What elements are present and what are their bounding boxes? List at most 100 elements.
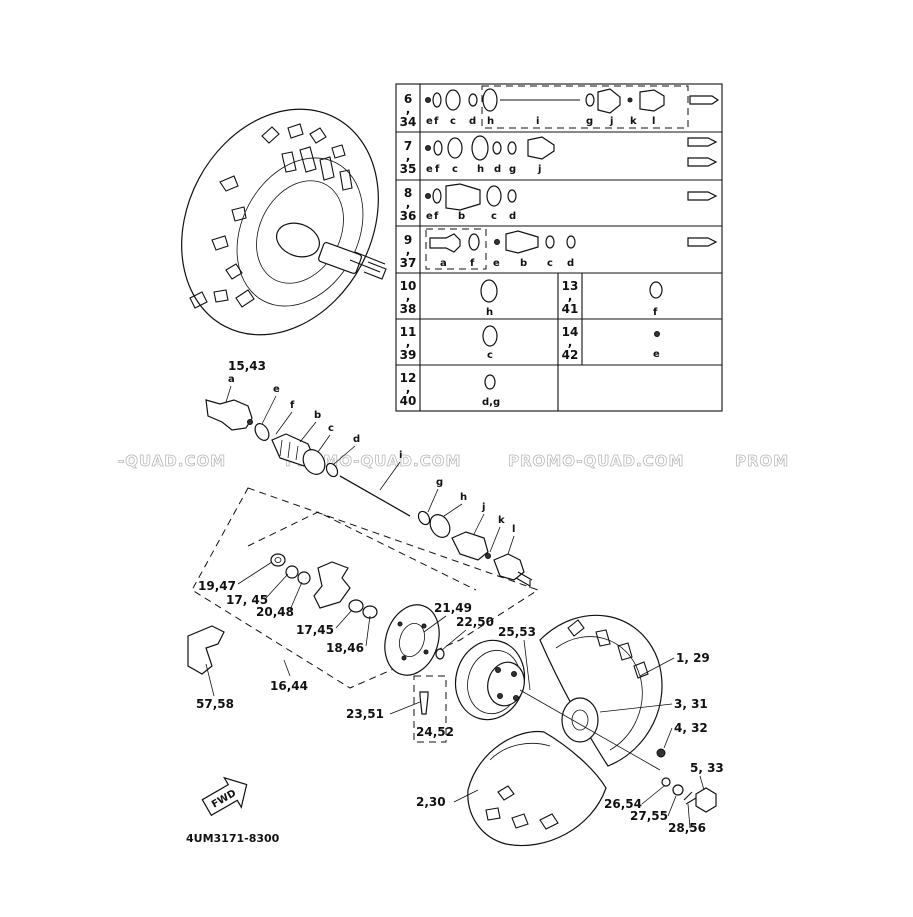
callout-57-58: 57,58	[196, 697, 234, 711]
row-12-bottom: 40	[400, 394, 417, 408]
callout-5-33: 5, 33	[690, 761, 724, 775]
watermark-3: PROMO-QUAD.COM	[508, 452, 684, 470]
svg-text:d: d	[509, 211, 516, 222]
svg-text:d,g: d,g	[482, 397, 500, 408]
label-j: j	[481, 502, 485, 513]
svg-text:d: d	[469, 116, 476, 127]
svg-text:j: j	[609, 116, 613, 127]
svg-text:c: c	[491, 211, 497, 222]
bottom-wheel-assembly	[384, 604, 717, 847]
svg-text:,: ,	[406, 102, 411, 116]
svg-text:i: i	[536, 116, 539, 127]
svg-text:e: e	[426, 211, 433, 222]
row-6-top: 6	[404, 92, 412, 106]
callout-26-54: 26,54	[604, 797, 642, 811]
callout-27-55: 27,55	[630, 809, 668, 823]
callout-22-50: 22,50	[456, 615, 494, 629]
callout-2-30: 2,30	[416, 795, 446, 809]
row-13-bottom: 41	[562, 302, 579, 316]
fwd-arrow-icon: FWD	[201, 776, 248, 817]
svg-text:c: c	[452, 164, 458, 175]
svg-text:,: ,	[406, 149, 411, 163]
row-10-top: 10	[400, 279, 417, 293]
row-8-bottom: 36	[400, 209, 417, 223]
svg-text:h: h	[487, 116, 494, 127]
label-f: f	[290, 400, 295, 411]
svg-text:f: f	[434, 211, 439, 222]
svg-text:c: c	[547, 258, 553, 269]
svg-text:e: e	[426, 116, 433, 127]
row-14-top: 14	[562, 325, 579, 339]
svg-text:e: e	[426, 164, 433, 175]
callout-3-31: 3, 31	[674, 697, 708, 711]
svg-text:h: h	[477, 164, 484, 175]
svg-text:d: d	[567, 258, 574, 269]
callout-17-45a: 17, 45	[226, 593, 268, 607]
top-wheel-drawing	[181, 108, 387, 336]
label-c: c	[328, 423, 334, 434]
row-10-bottom: 38	[400, 302, 417, 316]
parts-reference-table: 6 , 34 7 , 35 8 , 36 9 , 37 10 , 38 11 ,…	[395, 83, 723, 412]
callout-19-47: 19,47	[198, 579, 236, 593]
svg-text:g: g	[509, 164, 516, 175]
svg-text:,: ,	[406, 243, 411, 257]
callout-17-45b: 17,45	[296, 623, 334, 637]
callout-16-44: 16,44	[270, 679, 308, 693]
row-11-top: 11	[400, 325, 417, 339]
svg-text:,: ,	[406, 289, 411, 303]
knuckle-parts	[187, 553, 378, 675]
svg-text:f: f	[435, 164, 440, 175]
row-8-top: 8	[404, 186, 412, 200]
svg-text:e: e	[493, 258, 500, 269]
callout-18-46: 18,46	[326, 641, 364, 655]
label-e: e	[273, 384, 280, 395]
label-k: k	[498, 515, 505, 526]
row-11-bottom: 39	[400, 348, 417, 362]
svg-text:,: ,	[568, 335, 573, 349]
svg-text:,: ,	[406, 381, 411, 395]
label-a: a	[228, 374, 235, 385]
drive-shaft-exploded	[205, 399, 533, 588]
row-6-bottom: 34	[400, 115, 417, 129]
svg-text:,: ,	[406, 196, 411, 210]
svg-text:b: b	[520, 258, 527, 269]
drawing-code: 4UM3171-8300	[186, 832, 280, 845]
callout-25-53: 25,53	[498, 625, 536, 639]
svg-text:,: ,	[406, 335, 411, 349]
svg-text:c: c	[450, 116, 456, 127]
svg-text:g: g	[586, 116, 593, 127]
callout-1-29: 1, 29	[676, 651, 710, 665]
svg-text:c: c	[487, 350, 493, 361]
svg-text:k: k	[630, 116, 637, 127]
callout-4-32: 4, 32	[674, 721, 708, 735]
callout-21-49: 21,49	[434, 601, 472, 615]
label-l: l	[512, 524, 515, 535]
svg-text:b: b	[458, 211, 465, 222]
row-7-bottom: 35	[400, 162, 417, 176]
svg-text:f: f	[470, 258, 475, 269]
label-i: i	[399, 450, 402, 461]
row-7-top: 7	[404, 139, 412, 153]
label-b: b	[314, 410, 321, 421]
callout-20-48: 20,48	[256, 605, 294, 619]
row-12-top: 12	[400, 371, 417, 385]
callout-28-56: 28,56	[668, 821, 706, 835]
label-h: h	[460, 492, 467, 503]
row-14-bottom: 42	[562, 348, 579, 362]
watermark-1: -QUAD.COM	[118, 452, 226, 470]
svg-text:j: j	[537, 164, 541, 175]
svg-text:a: a	[440, 258, 447, 269]
svg-text:d: d	[494, 164, 501, 175]
svg-text:h: h	[486, 307, 493, 318]
svg-text:f: f	[434, 116, 439, 127]
row-13-top: 13	[562, 279, 579, 293]
callout-24-52: 24,52	[416, 725, 454, 739]
svg-text:,: ,	[568, 289, 573, 303]
svg-text:e: e	[653, 349, 660, 360]
watermark-4: PROM	[735, 452, 789, 470]
svg-text:l: l	[652, 116, 655, 127]
row-9-top: 9	[404, 233, 412, 247]
label-g: g	[436, 477, 443, 488]
